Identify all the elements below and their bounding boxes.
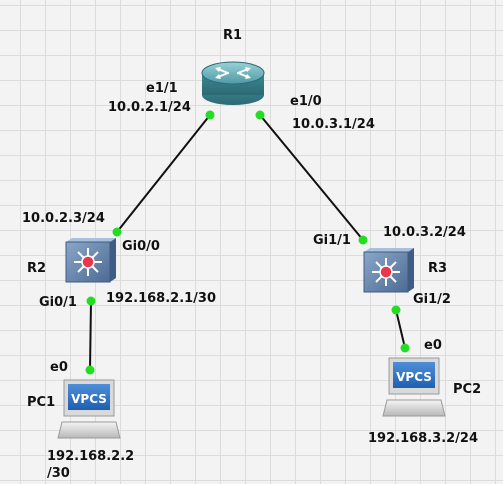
port-status-dot (358, 235, 368, 245)
l3-switch-icon[interactable] (363, 248, 414, 293)
l3-switch-icon[interactable] (65, 238, 116, 283)
r2-ip-gi0-0-label: 10.0.2.3/24 (22, 211, 105, 226)
vpcs-icon[interactable]: VPCS (57, 379, 121, 439)
pc1-ip-line1-label: 192.168.2.2 (47, 449, 135, 464)
r1-ip-e1-1-label: 10.0.2.1/24 (108, 100, 191, 115)
port-status-dot (400, 343, 410, 353)
port-status-dot (85, 365, 95, 375)
pc2-port-e0-label: e0 (424, 338, 442, 353)
r3-port-gi1-2-label: Gi1/2 (413, 292, 451, 307)
r1-port-e1-0-label: e1/0 (290, 94, 322, 109)
port-status-dot (205, 110, 215, 120)
link-r3-pc2[interactable] (395, 309, 406, 349)
r2-ip-gi0-1-label: 192.168.2.1/30 (106, 291, 217, 306)
pc2-screen-text: VPCS (396, 370, 432, 384)
port-status-dot (391, 305, 401, 315)
r1-port-e1-1-label: e1/1 (146, 81, 178, 96)
link-r1-r2[interactable] (116, 114, 211, 233)
pc1-label: PC1 (27, 395, 56, 410)
r2-label: R2 (27, 261, 47, 276)
r3-port-gi1-1-label: Gi1/1 (313, 233, 351, 248)
port-status-dot (112, 227, 122, 237)
port-status-dot (86, 296, 96, 306)
link-r2-pc1[interactable] (89, 300, 92, 371)
pc2-label: PC2 (453, 382, 482, 397)
pc1-ip-line2-label: /30 (47, 466, 70, 481)
port-status-dot (255, 110, 265, 120)
r3-ip-gi1-1-label: 10.0.3.2/24 (383, 225, 466, 240)
pc1-screen-text: VPCS (71, 392, 107, 406)
router-icon[interactable] (201, 61, 265, 105)
pc1-port-e0-label: e0 (50, 360, 68, 375)
link-r1-r3[interactable] (259, 114, 364, 241)
pc2-ip-label: 192.168.3.2/24 (368, 431, 479, 446)
r2-port-gi0-1-label: Gi0/1 (39, 295, 77, 310)
r1-label: R1 (223, 28, 243, 43)
r2-port-gi0-0-label: Gi0/0 (122, 239, 160, 254)
r1-ip-e1-0-label: 10.0.3.1/24 (292, 117, 375, 132)
vpcs-icon[interactable]: VPCS (382, 357, 446, 417)
r3-label: R3 (428, 261, 448, 276)
